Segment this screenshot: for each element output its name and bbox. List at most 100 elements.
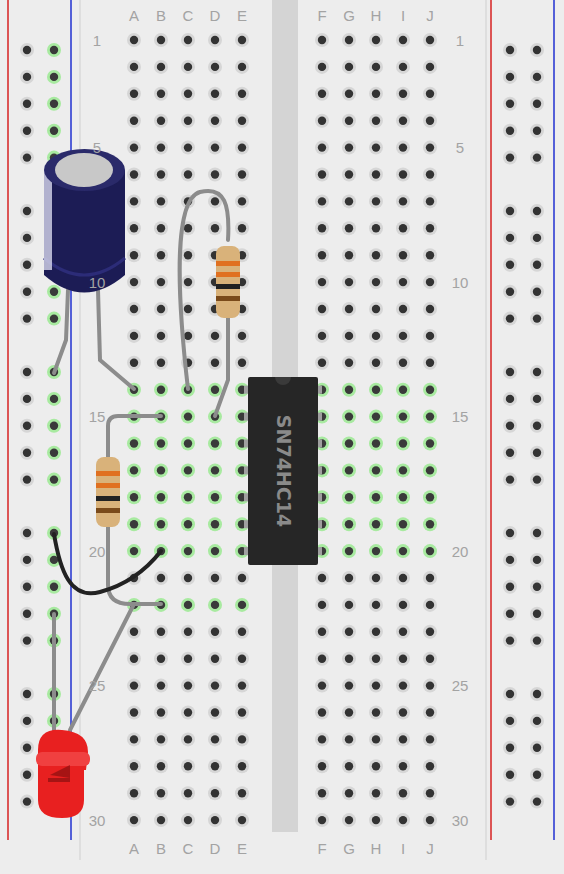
hole <box>506 422 514 430</box>
hole <box>130 359 138 367</box>
hole <box>211 681 219 689</box>
hole <box>372 655 380 663</box>
hole <box>318 681 326 689</box>
hole-ring <box>208 571 222 585</box>
hole-ring <box>181 732 195 746</box>
hole <box>372 143 380 151</box>
column-letter: J <box>426 841 434 856</box>
hole-ring <box>396 302 410 316</box>
hole <box>130 170 138 178</box>
hole-ring <box>369 598 383 612</box>
hole-ring <box>181 463 195 477</box>
hole <box>238 332 246 340</box>
hole-ring <box>235 706 249 720</box>
hole-ring <box>20 285 34 299</box>
hole <box>345 547 353 555</box>
hole-ring <box>20 473 34 487</box>
column-letter: G <box>343 8 355 23</box>
hole <box>184 547 192 555</box>
hole-ring <box>127 517 141 531</box>
hole-ring <box>530 580 544 594</box>
hole <box>238 359 246 367</box>
hole-ring <box>208 463 222 477</box>
hole-ring <box>396 732 410 746</box>
hole-ring <box>127 194 141 208</box>
hole <box>130 117 138 125</box>
hole-ring <box>315 33 329 47</box>
hole-ring <box>47 392 61 406</box>
hole <box>372 601 380 609</box>
hole <box>426 493 434 501</box>
led-body <box>38 730 88 818</box>
hole-ring <box>154 759 168 773</box>
hole-ring <box>154 302 168 316</box>
resistor-band <box>96 483 120 488</box>
hole <box>399 655 407 663</box>
hole <box>345 708 353 716</box>
hole-ring <box>154 786 168 800</box>
hole <box>399 466 407 474</box>
row-number: 30 <box>89 813 106 828</box>
hole-ring <box>154 221 168 235</box>
column-letter: G <box>343 841 355 856</box>
resistor-body <box>96 457 120 527</box>
hole-ring <box>20 741 34 755</box>
capacitor-lead <box>98 290 134 389</box>
hole-ring <box>154 463 168 477</box>
hole-ring <box>530 607 544 621</box>
hole <box>130 251 138 259</box>
column-letter: E <box>237 8 247 23</box>
hole-ring <box>208 60 222 74</box>
hole <box>372 170 380 178</box>
hole <box>130 332 138 340</box>
hole-ring <box>181 625 195 639</box>
column-letter: D <box>210 841 221 856</box>
hole <box>157 36 165 44</box>
hole <box>345 143 353 151</box>
hole-ring <box>530 634 544 648</box>
ground-rail-line <box>70 0 72 840</box>
hole-ring <box>235 571 249 585</box>
hole-ring <box>47 473 61 487</box>
hole-ring <box>20 43 34 57</box>
hole-ring <box>530 97 544 111</box>
hole <box>533 207 541 215</box>
hole-ring <box>530 151 544 165</box>
hole-ring <box>369 679 383 693</box>
hole <box>50 46 58 54</box>
hole <box>318 359 326 367</box>
hole-ring <box>530 285 544 299</box>
hole-ring <box>342 437 356 451</box>
hole <box>184 332 192 340</box>
hole-ring <box>315 786 329 800</box>
hole-ring <box>342 652 356 666</box>
hole <box>506 368 514 376</box>
capacitor-top <box>55 153 113 187</box>
hole-ring <box>208 598 222 612</box>
hole-ring <box>396 437 410 451</box>
hole <box>157 681 165 689</box>
led-die <box>48 778 70 782</box>
hole-ring <box>20 768 34 782</box>
hole <box>211 36 219 44</box>
hole-ring <box>127 813 141 827</box>
hole-ring <box>396 275 410 289</box>
hole <box>157 628 165 636</box>
hole <box>426 251 434 259</box>
hole <box>426 735 434 743</box>
hole-ring <box>423 813 437 827</box>
hole-ring <box>423 194 437 208</box>
hole <box>318 816 326 824</box>
hole-ring <box>235 544 249 558</box>
capacitor-ridge <box>44 258 125 275</box>
hole-ring <box>503 419 517 433</box>
hole-ring <box>208 652 222 666</box>
hole <box>399 762 407 770</box>
hole <box>184 278 192 286</box>
hole <box>399 36 407 44</box>
led-flange <box>36 752 90 766</box>
hole-ring <box>315 221 329 235</box>
hole-ring <box>20 392 34 406</box>
hole <box>372 386 380 394</box>
hole <box>23 100 31 108</box>
